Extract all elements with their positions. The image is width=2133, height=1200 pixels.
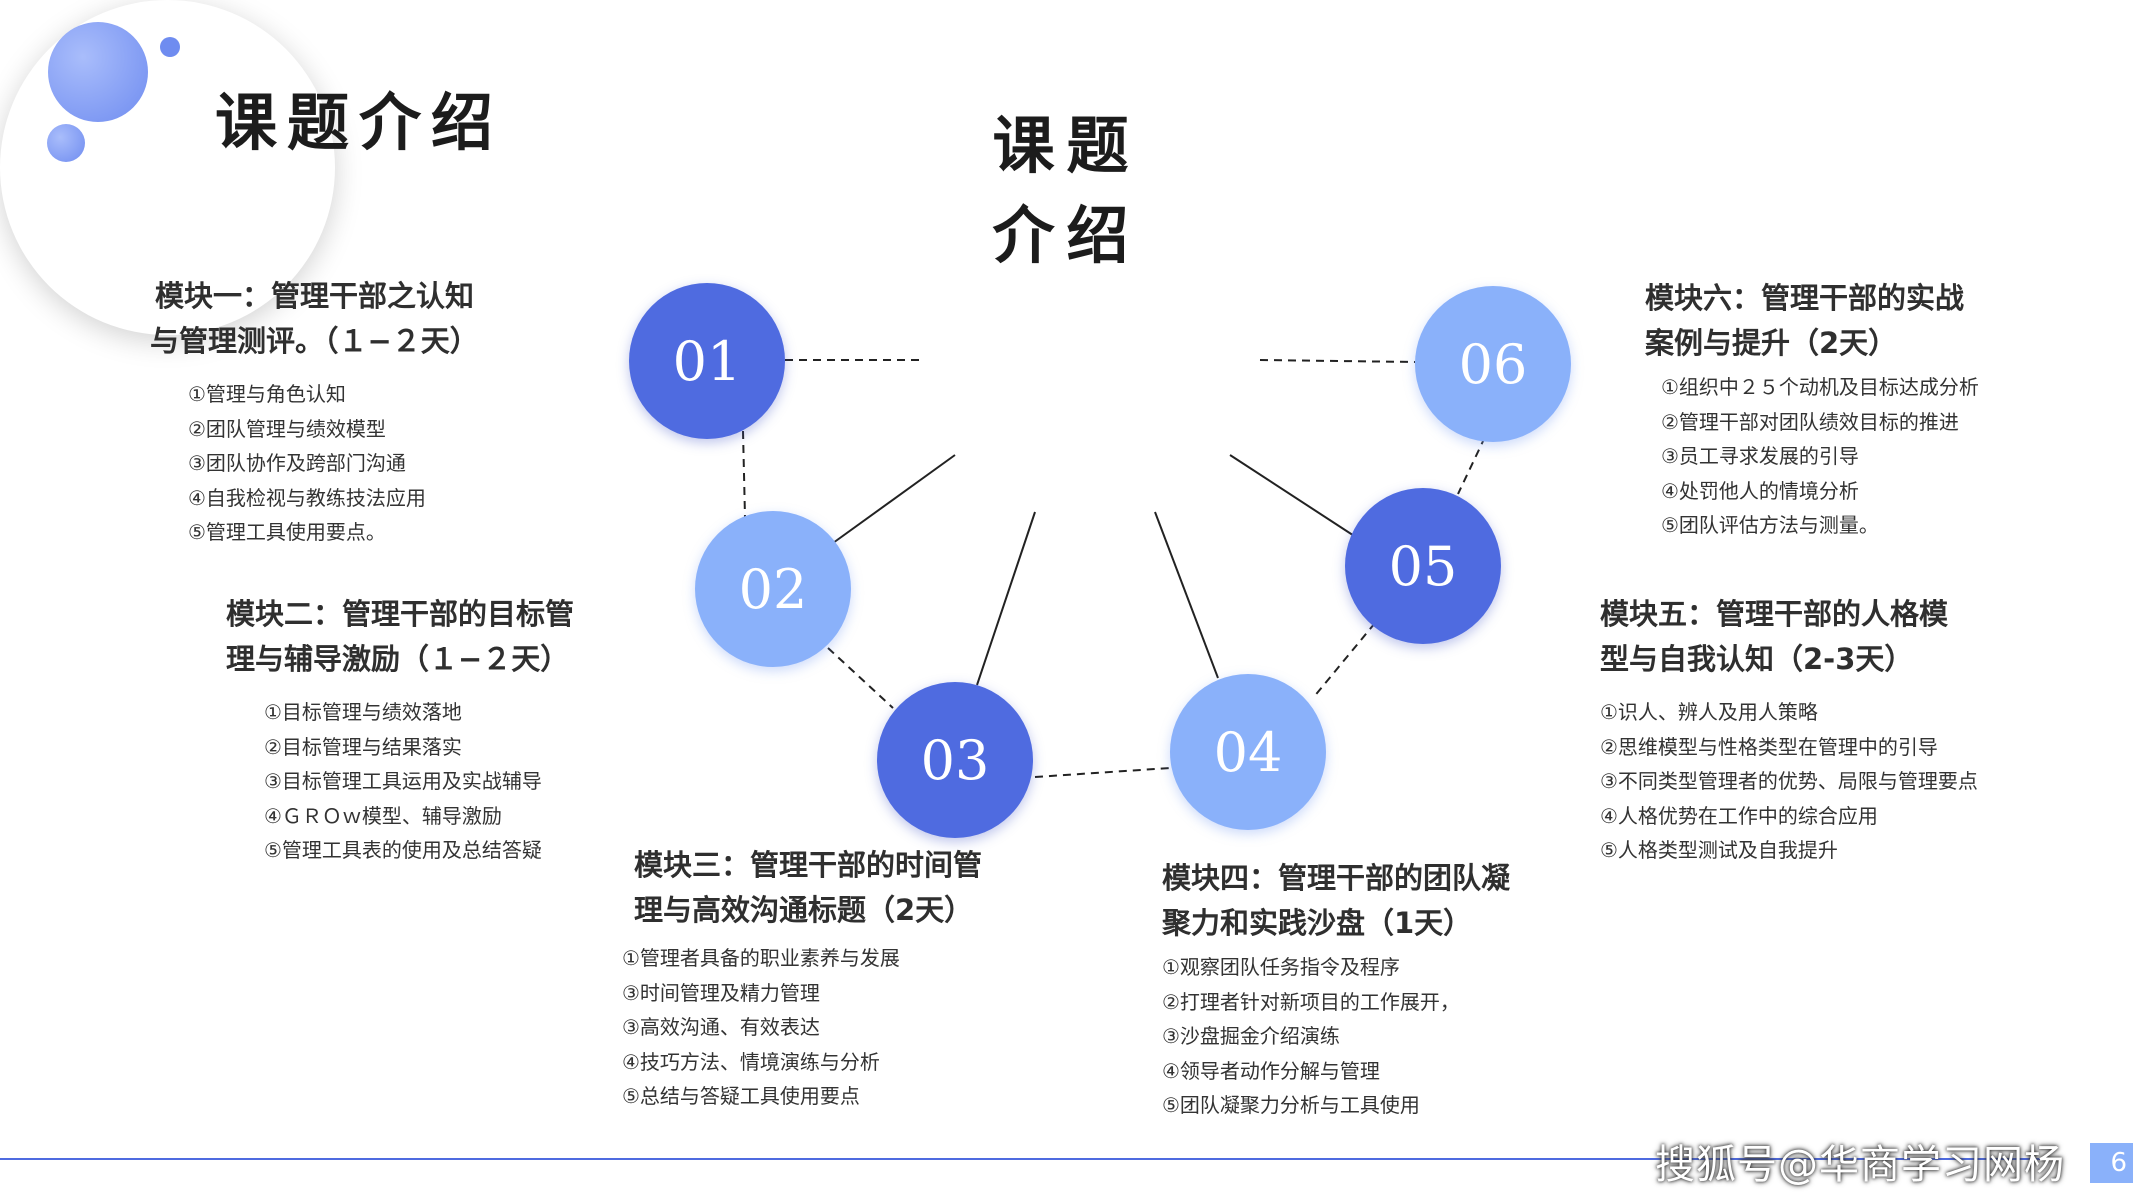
- node-06: 06: [1415, 286, 1571, 442]
- module-3-items: ①管理者具备的职业素养与发展 ③时间管理及精力管理 ③高效沟通、有效表达 ④技巧…: [622, 941, 982, 1114]
- list-item: ②打理者针对新项目的工作展开，: [1162, 989, 1460, 1014]
- list-item: ②管理干部对团队绩效目标的推进: [1661, 409, 1959, 434]
- node-03: 03: [877, 682, 1033, 838]
- list-item: ①管理与角色认知: [188, 382, 346, 406]
- list-item: ③沙盘掘金介绍演练: [1162, 1024, 1340, 1048]
- list-item: ④ＧＲＯｗ模型、辅导激励: [264, 803, 502, 828]
- module-1-items: ①管理与角色认知 ②团队管理与绩效模型 ③团队协作及跨部门沟通 ④自我检视与教练…: [188, 377, 479, 550]
- list-item: ③目标管理工具运用及实战辅导: [264, 769, 542, 793]
- module-6-title-line1: 模块六：管理干部的实战: [1645, 281, 1965, 315]
- list-item: ③时间管理及精力管理: [622, 980, 820, 1005]
- list-item: ③团队协作及跨部门沟通: [188, 451, 406, 475]
- list-item: ②目标管理与结果落实: [264, 734, 462, 759]
- list-item: ①组织中２５个动机及目标达成分析: [1661, 375, 1979, 399]
- module-1-title-line1: 模块一：管理干部之认知: [155, 279, 475, 313]
- module-2-title-line1: 模块二：管理干部的目标管: [226, 597, 575, 631]
- node-01: 01: [629, 283, 785, 439]
- module-1: 模块一：管理干部之认知 与管理测评。（１−２天） ①管理与角色认知 ②团队管理与…: [150, 274, 479, 550]
- watermark-text: 搜狐号@华商学习网杨: [1655, 1142, 2065, 1188]
- page-title: 课题介绍: [215, 86, 504, 159]
- center-title-line2: 介绍: [992, 199, 1141, 272]
- list-item: ②团队管理与绩效模型: [188, 416, 386, 441]
- page-number: 6: [2090, 1143, 2133, 1183]
- module-4: 模块四：管理干部的团队凝 聚力和实践沙盘（1天） ①观察团队任务指令及程序 ②打…: [1162, 856, 1510, 1123]
- list-item: ①目标管理与绩效落地: [264, 700, 462, 724]
- center-title-line1: 课题: [992, 109, 1141, 182]
- list-item: ⑤人格类型测试及自我提升: [1600, 838, 1838, 862]
- footer-divider: [0, 1158, 2060, 1160]
- list-item: ⑤总结与答疑工具使用要点: [622, 1084, 860, 1108]
- module-5: 模块五：管理干部的人格模 型与自我认知（2-3天） ①识人、辨人及用人策略 ②思…: [1600, 592, 1978, 868]
- list-item: ①识人、辨人及用人策略: [1600, 700, 1818, 724]
- list-item: ③员工寻求发展的引导: [1661, 444, 1859, 468]
- list-item: ⑤管理工具表的使用及总结答疑: [264, 838, 542, 862]
- decor-circle-large: [48, 22, 148, 122]
- module-3: 模块三：管理干部的时间管 理与高效沟通标题（2天） ①管理者具备的职业素养与发展…: [622, 843, 983, 1114]
- module-6-items: ①组织中２５个动机及目标达成分析 ②管理干部对团队绩效目标的推进 ③员工寻求发展…: [1661, 370, 1979, 543]
- decor-circle-medium: [47, 124, 85, 162]
- list-item: ④技巧方法、情境演练与分析: [622, 1049, 880, 1074]
- module-6-title-line2: 案例与提升（2天）: [1645, 326, 1898, 360]
- list-item: ④处罚他人的情境分析: [1661, 478, 1859, 503]
- list-item: ④人格优势在工作中的综合应用: [1600, 803, 1878, 828]
- list-item: ④领导者动作分解与管理: [1162, 1058, 1380, 1083]
- list-item: ⑤管理工具使用要点。: [188, 520, 386, 544]
- module-4-title-line2: 聚力和实践沙盘（1天）: [1162, 906, 1473, 940]
- module-2-items: ①目标管理与绩效落地 ②目标管理与结果落实 ③目标管理工具运用及实战辅导 ④ＧＲ…: [264, 695, 574, 868]
- module-4-items: ①观察团队任务指令及程序 ②打理者针对新项目的工作展开， ③沙盘掘金介绍演练 ④…: [1162, 950, 1510, 1123]
- module-3-title-line1: 模块三：管理干部的时间管: [634, 848, 983, 882]
- list-item: ②思维模型与性格类型在管理中的引导: [1600, 734, 1938, 759]
- node-05: 05: [1345, 488, 1501, 644]
- list-item: ④自我检视与教练技法应用: [188, 485, 426, 510]
- module-1-title-line2: 与管理测评。（１−２天）: [150, 324, 479, 358]
- module-2-title-line2: 理与辅导激励（１−２天）: [226, 642, 570, 676]
- module-5-items: ①识人、辨人及用人策略 ②思维模型与性格类型在管理中的引导 ③不同类型管理者的优…: [1600, 695, 1978, 868]
- module-2: 模块二：管理干部的目标管 理与辅导激励（１−２天） ①目标管理与绩效落地 ②目标…: [226, 592, 574, 868]
- module-5-title-line2: 型与自我认知（2-3天）: [1600, 642, 1914, 676]
- decor-circle-small: [160, 37, 180, 57]
- list-item: ③不同类型管理者的优势、局限与管理要点: [1600, 769, 1978, 793]
- node-04: 04: [1170, 674, 1326, 830]
- node-02: 02: [695, 511, 851, 667]
- list-item: ③高效沟通、有效表达: [622, 1015, 820, 1039]
- list-item: ①观察团队任务指令及程序: [1162, 955, 1400, 979]
- list-item: ①管理者具备的职业素养与发展: [622, 946, 900, 970]
- list-item: ⑤团队凝聚力分析与工具使用: [1162, 1093, 1420, 1117]
- module-4-title-line1: 模块四：管理干部的团队凝: [1162, 861, 1511, 895]
- list-item: ⑤团队评估方法与测量。: [1661, 513, 1879, 537]
- module-5-title-line1: 模块五：管理干部的人格模: [1600, 597, 1949, 631]
- module-6: 模块六：管理干部的实战 案例与提升（2天） ①组织中２５个动机及目标达成分析 ②…: [1645, 276, 1979, 543]
- module-3-title-line2: 理与高效沟通标题（2天）: [634, 893, 974, 927]
